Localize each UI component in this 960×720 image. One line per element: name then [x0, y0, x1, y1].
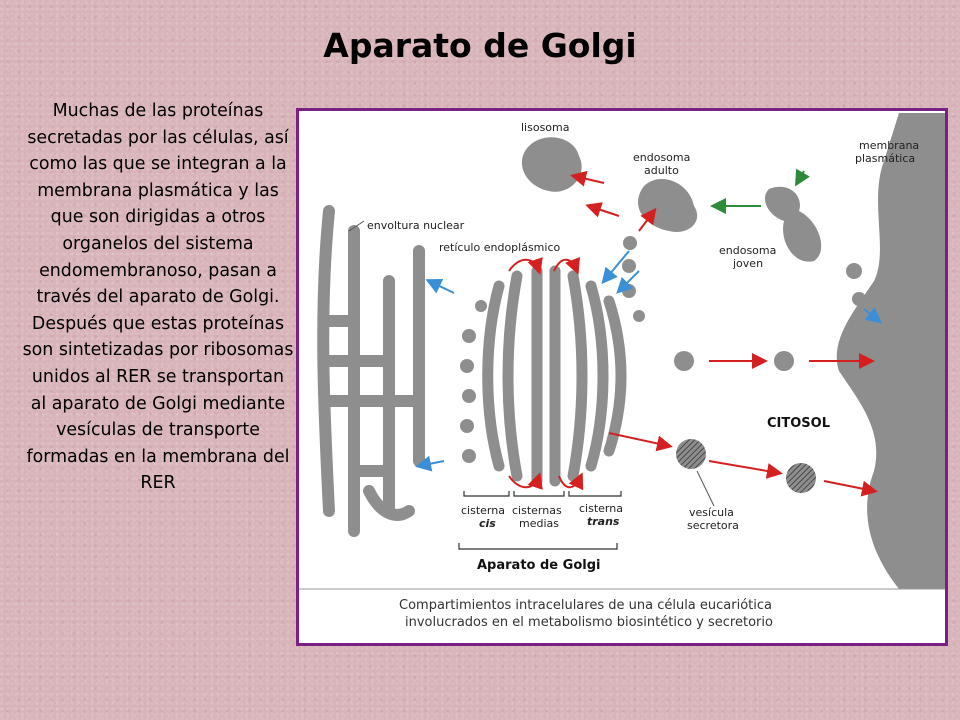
plasma-membrane — [836, 113, 945, 589]
golgi-diagram: lisosoma endosoma adulto membrana plasmá… — [299, 113, 945, 630]
red-arrows — [508, 170, 878, 497]
page-title: Aparato de Golgi — [323, 26, 637, 65]
caption-line-1: Compartimientos intracelulares de una cé… — [399, 598, 772, 613]
label-trans-2: trans — [587, 515, 620, 528]
constitutive-vesicle-2 — [774, 351, 794, 371]
vesicle-pointer — [696, 470, 715, 507]
label-medias-1: cisternas — [512, 504, 562, 517]
caption-line-2: involucrados en el metabolismo biosintét… — [405, 615, 773, 630]
label-membrana-2: plasmática — [855, 152, 915, 165]
label-cis-1: cisterna — [461, 504, 505, 517]
secretory-vesicle — [676, 439, 706, 469]
golgi-stacks — [482, 265, 627, 487]
envelope-pointer — [348, 220, 365, 232]
label-cis-2: cis — [479, 517, 496, 530]
secretory-vesicle-2 — [786, 463, 816, 493]
constitutive-vesicle — [674, 351, 694, 371]
label-endosoma-joven-2: joven — [732, 257, 763, 270]
golgi-bracket — [458, 491, 622, 550]
label-lisosoma: lisosoma — [521, 121, 570, 134]
late-endosome — [764, 186, 822, 262]
lysosome — [521, 137, 582, 192]
label-endosoma-adulto-1: endosoma — [633, 151, 690, 164]
label-membrana-1: membrana — [859, 139, 919, 152]
label-trans-1: cisterna — [579, 502, 623, 515]
label-endosoma-adulto-2: adulto — [644, 164, 679, 177]
label-envoltura: envoltura nuclear — [367, 219, 465, 232]
label-medias-2: medias — [519, 517, 559, 530]
label-endosoma-joven-1: endosoma — [719, 244, 776, 257]
rer — [317, 205, 425, 537]
green-arrows — [710, 168, 810, 214]
description-paragraph: Muchas de las proteínas secretadas por l… — [22, 101, 294, 494]
golgi-figure: lisosoma endosoma adulto membrana plasmá… — [296, 108, 948, 646]
blue-arrows — [415, 250, 883, 472]
label-vesicula-1: vesícula — [689, 506, 734, 519]
label-aparato: Aparato de Golgi — [477, 558, 600, 573]
label-vesicula-2: secretora — [687, 519, 739, 532]
label-reticulo: retículo endoplásmico — [439, 241, 561, 254]
label-citosol: CITOSOL — [767, 416, 830, 431]
early-endosome — [638, 178, 698, 232]
